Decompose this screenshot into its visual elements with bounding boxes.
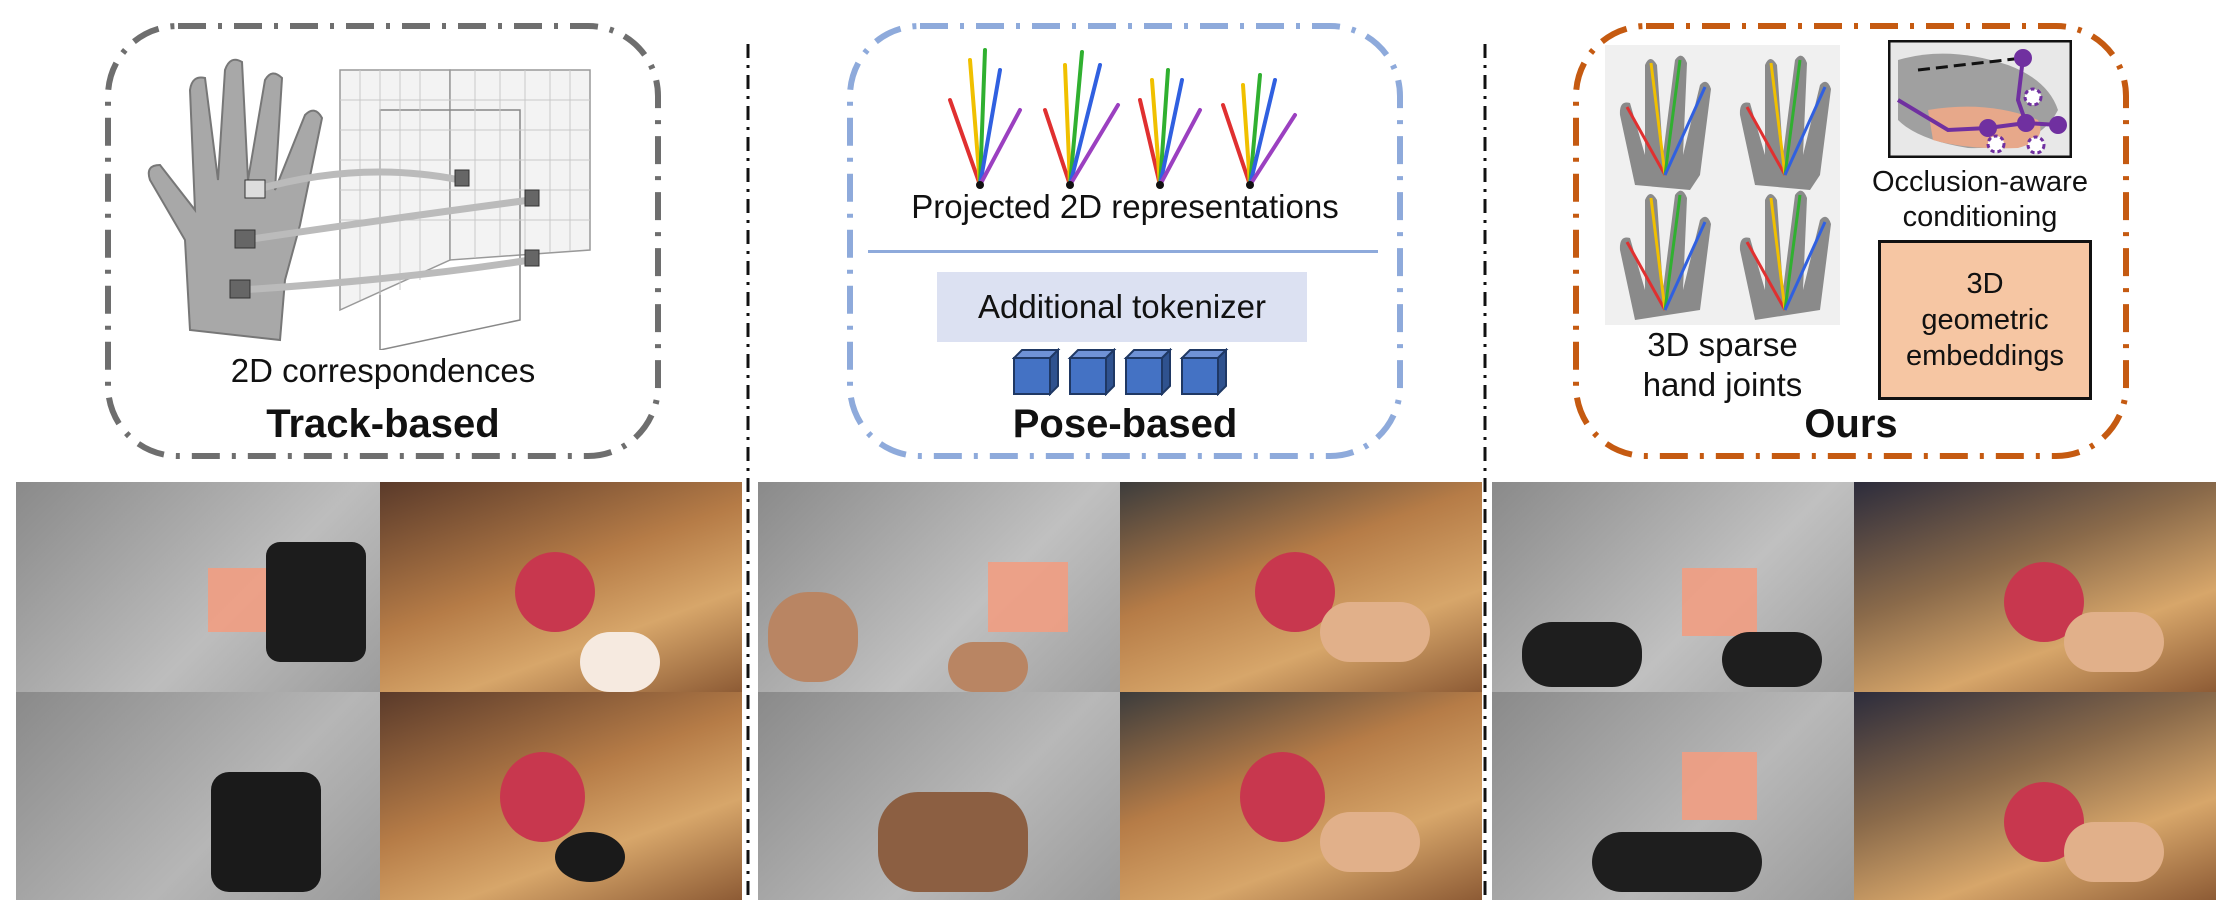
ours-panel-border bbox=[1573, 23, 2129, 459]
embeddings-box: 3D geometric embeddings bbox=[1878, 240, 2092, 400]
track-photo-2-right bbox=[380, 692, 742, 900]
pose-photo-2-left bbox=[758, 692, 1120, 900]
track-title: Track-based bbox=[266, 402, 500, 446]
occlusion-caption-line1: Occlusion-aware bbox=[1872, 166, 2088, 198]
joints-caption-line2: hand joints bbox=[1642, 365, 1803, 403]
track-caption: 2D correspondences bbox=[230, 352, 536, 389]
pose-caption: Projected 2D representations bbox=[911, 188, 1339, 225]
hand-joints-icon bbox=[1605, 45, 1840, 325]
ours-title: Ours bbox=[1804, 402, 1898, 446]
embed-line3: embeddings bbox=[1906, 340, 2064, 373]
pose-photo-2-right bbox=[1120, 692, 1482, 900]
ours-photo-1-right bbox=[1854, 482, 2216, 692]
occlusion-caption-line2: conditioning bbox=[1902, 200, 2058, 233]
occlusion-icon bbox=[1888, 40, 2072, 158]
tokenizer-box: Additional tokenizer bbox=[937, 272, 1307, 342]
ours-photo-2-left bbox=[1492, 692, 1854, 900]
joints-caption-line1: 3D sparse bbox=[1647, 326, 1798, 363]
pose-panel-border bbox=[847, 23, 1403, 459]
occlusion-caption: Occlusion-aware conditioning bbox=[1850, 165, 2110, 235]
pose-separator bbox=[868, 250, 1378, 253]
ours-photo-1-left bbox=[1492, 482, 1854, 692]
pose-skeleton-icon bbox=[948, 48, 1297, 189]
track-photo-1-right bbox=[380, 482, 742, 692]
ours-photo-2-right bbox=[1854, 692, 2216, 900]
pose-photo-1-right bbox=[1120, 482, 1482, 692]
hand-diagram-icon bbox=[147, 58, 591, 350]
track-panel-border bbox=[105, 23, 661, 459]
track-photo-1-left bbox=[16, 482, 380, 692]
track-photo-2-left bbox=[16, 692, 380, 900]
joints-caption: 3D sparse hand joints bbox=[1600, 325, 1845, 404]
embed-line2: geometric bbox=[1921, 303, 2049, 336]
pose-title: Pose-based bbox=[1012, 402, 1238, 446]
embed-line1: 3D bbox=[1966, 267, 2004, 300]
pose-photo-1-left bbox=[758, 482, 1120, 692]
token-cube-icon bbox=[1012, 348, 1229, 396]
